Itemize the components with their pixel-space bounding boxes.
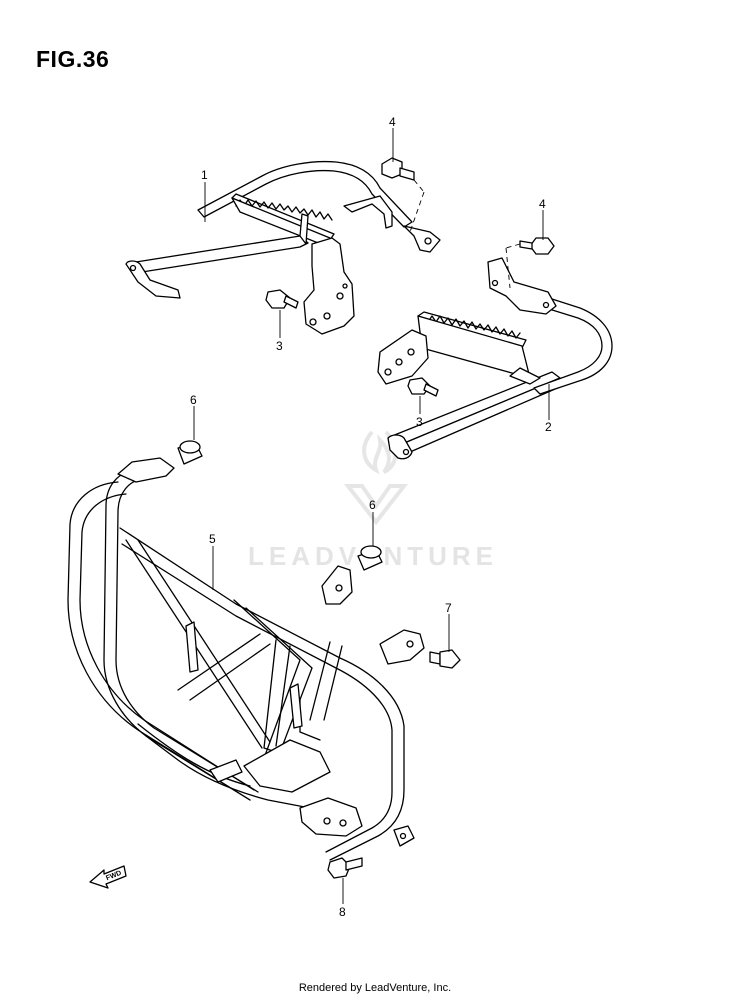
callout-3b: 3 — [416, 415, 423, 429]
bolt-3a — [265, 289, 299, 309]
callout-2: 2 — [545, 420, 552, 434]
bolt-8 — [327, 857, 363, 879]
bolt-7 — [429, 649, 461, 669]
plug-6a — [177, 440, 203, 465]
plug-6b — [357, 545, 383, 571]
bolt-3b — [407, 377, 439, 397]
bolt-4b — [519, 237, 555, 255]
callout-4a: 4 — [389, 115, 396, 129]
part-5-front-guard — [67, 457, 425, 861]
callout-6a: 6 — [190, 393, 197, 407]
bolt-4a — [381, 157, 415, 181]
part-1-left-footrest — [125, 160, 441, 335]
callout-3a: 3 — [276, 339, 283, 353]
callout-7: 7 — [445, 601, 452, 615]
part-2-right-footrest — [377, 257, 613, 460]
footer-credit: Rendered by LeadVenture, Inc. — [298, 982, 452, 994]
flame-logo-icon — [343, 430, 409, 526]
callout-5: 5 — [209, 532, 216, 546]
callout-4b: 4 — [539, 197, 546, 211]
figure-title: FIG.36 — [36, 46, 110, 72]
callout-6b: 6 — [369, 498, 376, 512]
forward-arrow-icon: FWD — [89, 865, 127, 889]
leader-lines — [193, 128, 550, 904]
callout-1: 1 — [201, 168, 208, 182]
callout-8: 8 — [339, 905, 346, 919]
